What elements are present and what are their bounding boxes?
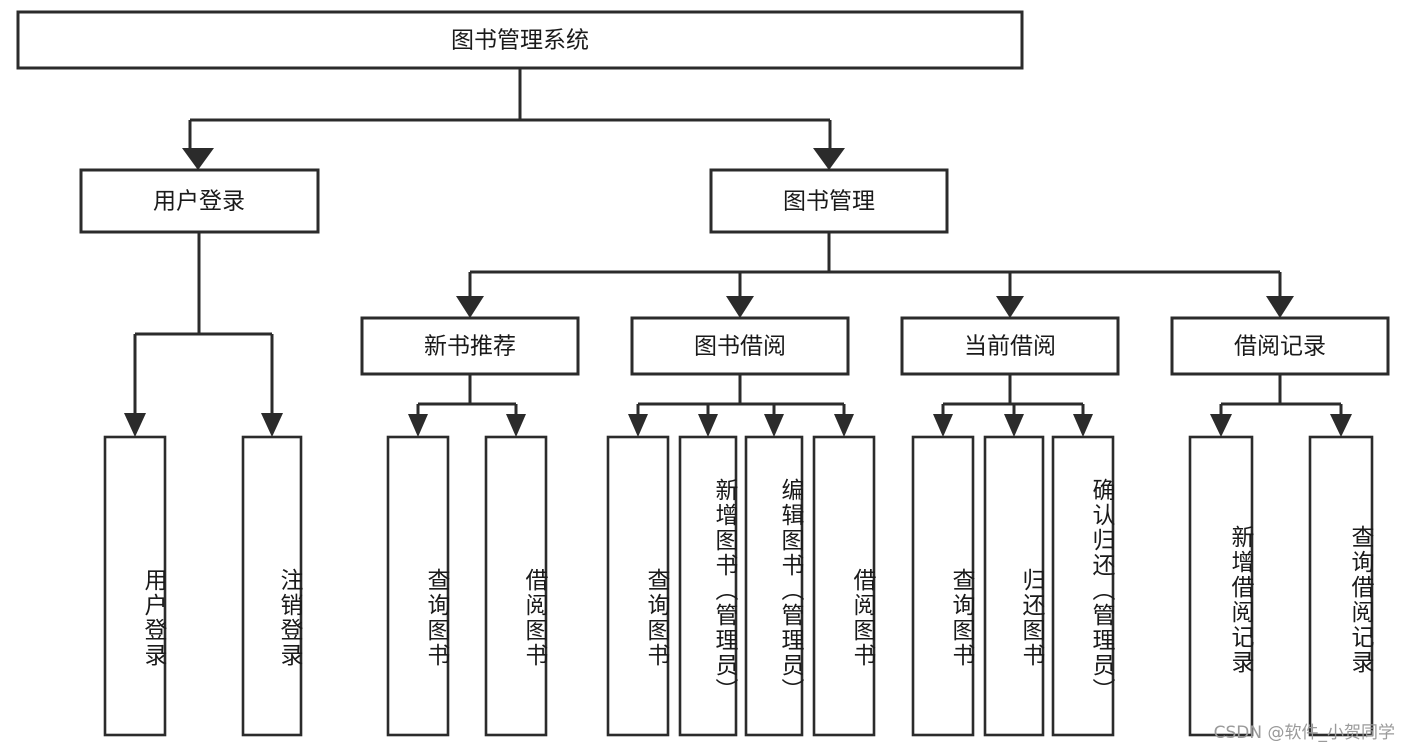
leaf-box-confirm-return-admin[interactable] <box>1051 435 1115 737</box>
node-user-login-label: 用户登录 <box>153 189 245 215</box>
arrowhead-leaf-13 <box>1330 414 1352 437</box>
arrowhead-leaf-9 <box>933 414 953 437</box>
arrowhead-leaf-2 <box>261 413 283 437</box>
node-current-borrow-label: 当前借阅 <box>964 334 1056 360</box>
leaf-box-query-book-rec[interactable] <box>386 435 450 737</box>
node-root-label: 图书管理系统 <box>451 28 589 54</box>
arrowhead-leaf-5 <box>628 414 648 437</box>
arrowhead-leaf-4 <box>506 414 526 437</box>
arrowhead-book-mgmt <box>813 148 845 170</box>
leaf-box-borrow-book-rec[interactable] <box>484 435 548 737</box>
node-book-management-label: 图书管理 <box>783 189 875 215</box>
node-new-book-recommend-box[interactable] <box>360 316 580 376</box>
arrowhead-leaf-1 <box>124 413 146 437</box>
node-new-book-recommend-label: 新书推荐 <box>424 334 516 360</box>
arrowhead-leaf-12 <box>1210 414 1232 437</box>
leaf-box-borrow-book[interactable] <box>812 435 876 737</box>
csdn-watermark: CSDN @软件_小贺同学 <box>1213 723 1395 743</box>
arrowhead-leaf-7 <box>764 414 784 437</box>
arrowhead-borrow <box>726 296 754 318</box>
arrowhead-leaf-3 <box>408 414 428 437</box>
arrowhead-leaf-11 <box>1073 414 1093 437</box>
arrowhead-leaf-6 <box>698 414 718 437</box>
leaf-box-query-borrow-record[interactable] <box>1308 435 1374 737</box>
node-borrow-record-box[interactable] <box>1170 316 1390 376</box>
node-book-borrow-box[interactable] <box>630 316 850 376</box>
leaf-box-logout[interactable] <box>241 435 303 737</box>
arrowhead-user-login <box>182 148 214 170</box>
leaf-box-edit-book-admin[interactable] <box>744 435 804 737</box>
leaf-box-query-book-borrow[interactable] <box>606 435 670 737</box>
leaf-box-add-borrow-record[interactable] <box>1188 435 1254 737</box>
arrowhead-leaf-8 <box>834 414 854 437</box>
leaf-box-return-book[interactable] <box>983 435 1045 737</box>
node-book-borrow-label: 图书借阅 <box>694 334 786 360</box>
node-book-management-box[interactable] <box>709 168 949 234</box>
arrowhead-record <box>1266 296 1294 318</box>
arrowhead-leaf-10 <box>1004 414 1024 437</box>
leaf-box-add-book-admin[interactable] <box>678 435 738 737</box>
node-user-login-box[interactable] <box>79 168 320 234</box>
arrowhead-current <box>996 296 1024 318</box>
node-borrow-record-label: 借阅记录 <box>1234 334 1326 360</box>
leaf-box-user-login[interactable] <box>103 435 167 737</box>
node-layer: 图书管理系统 用户登录 图书管理 新书推荐 图书借阅 当前借阅 借阅记录 <box>16 10 1390 737</box>
connector-layer <box>124 68 1352 437</box>
arrowhead-newbook <box>456 296 484 318</box>
node-current-borrow-box[interactable] <box>900 316 1120 376</box>
node-root-box[interactable] <box>16 10 1024 70</box>
leaf-box-query-book-current[interactable] <box>911 435 975 737</box>
